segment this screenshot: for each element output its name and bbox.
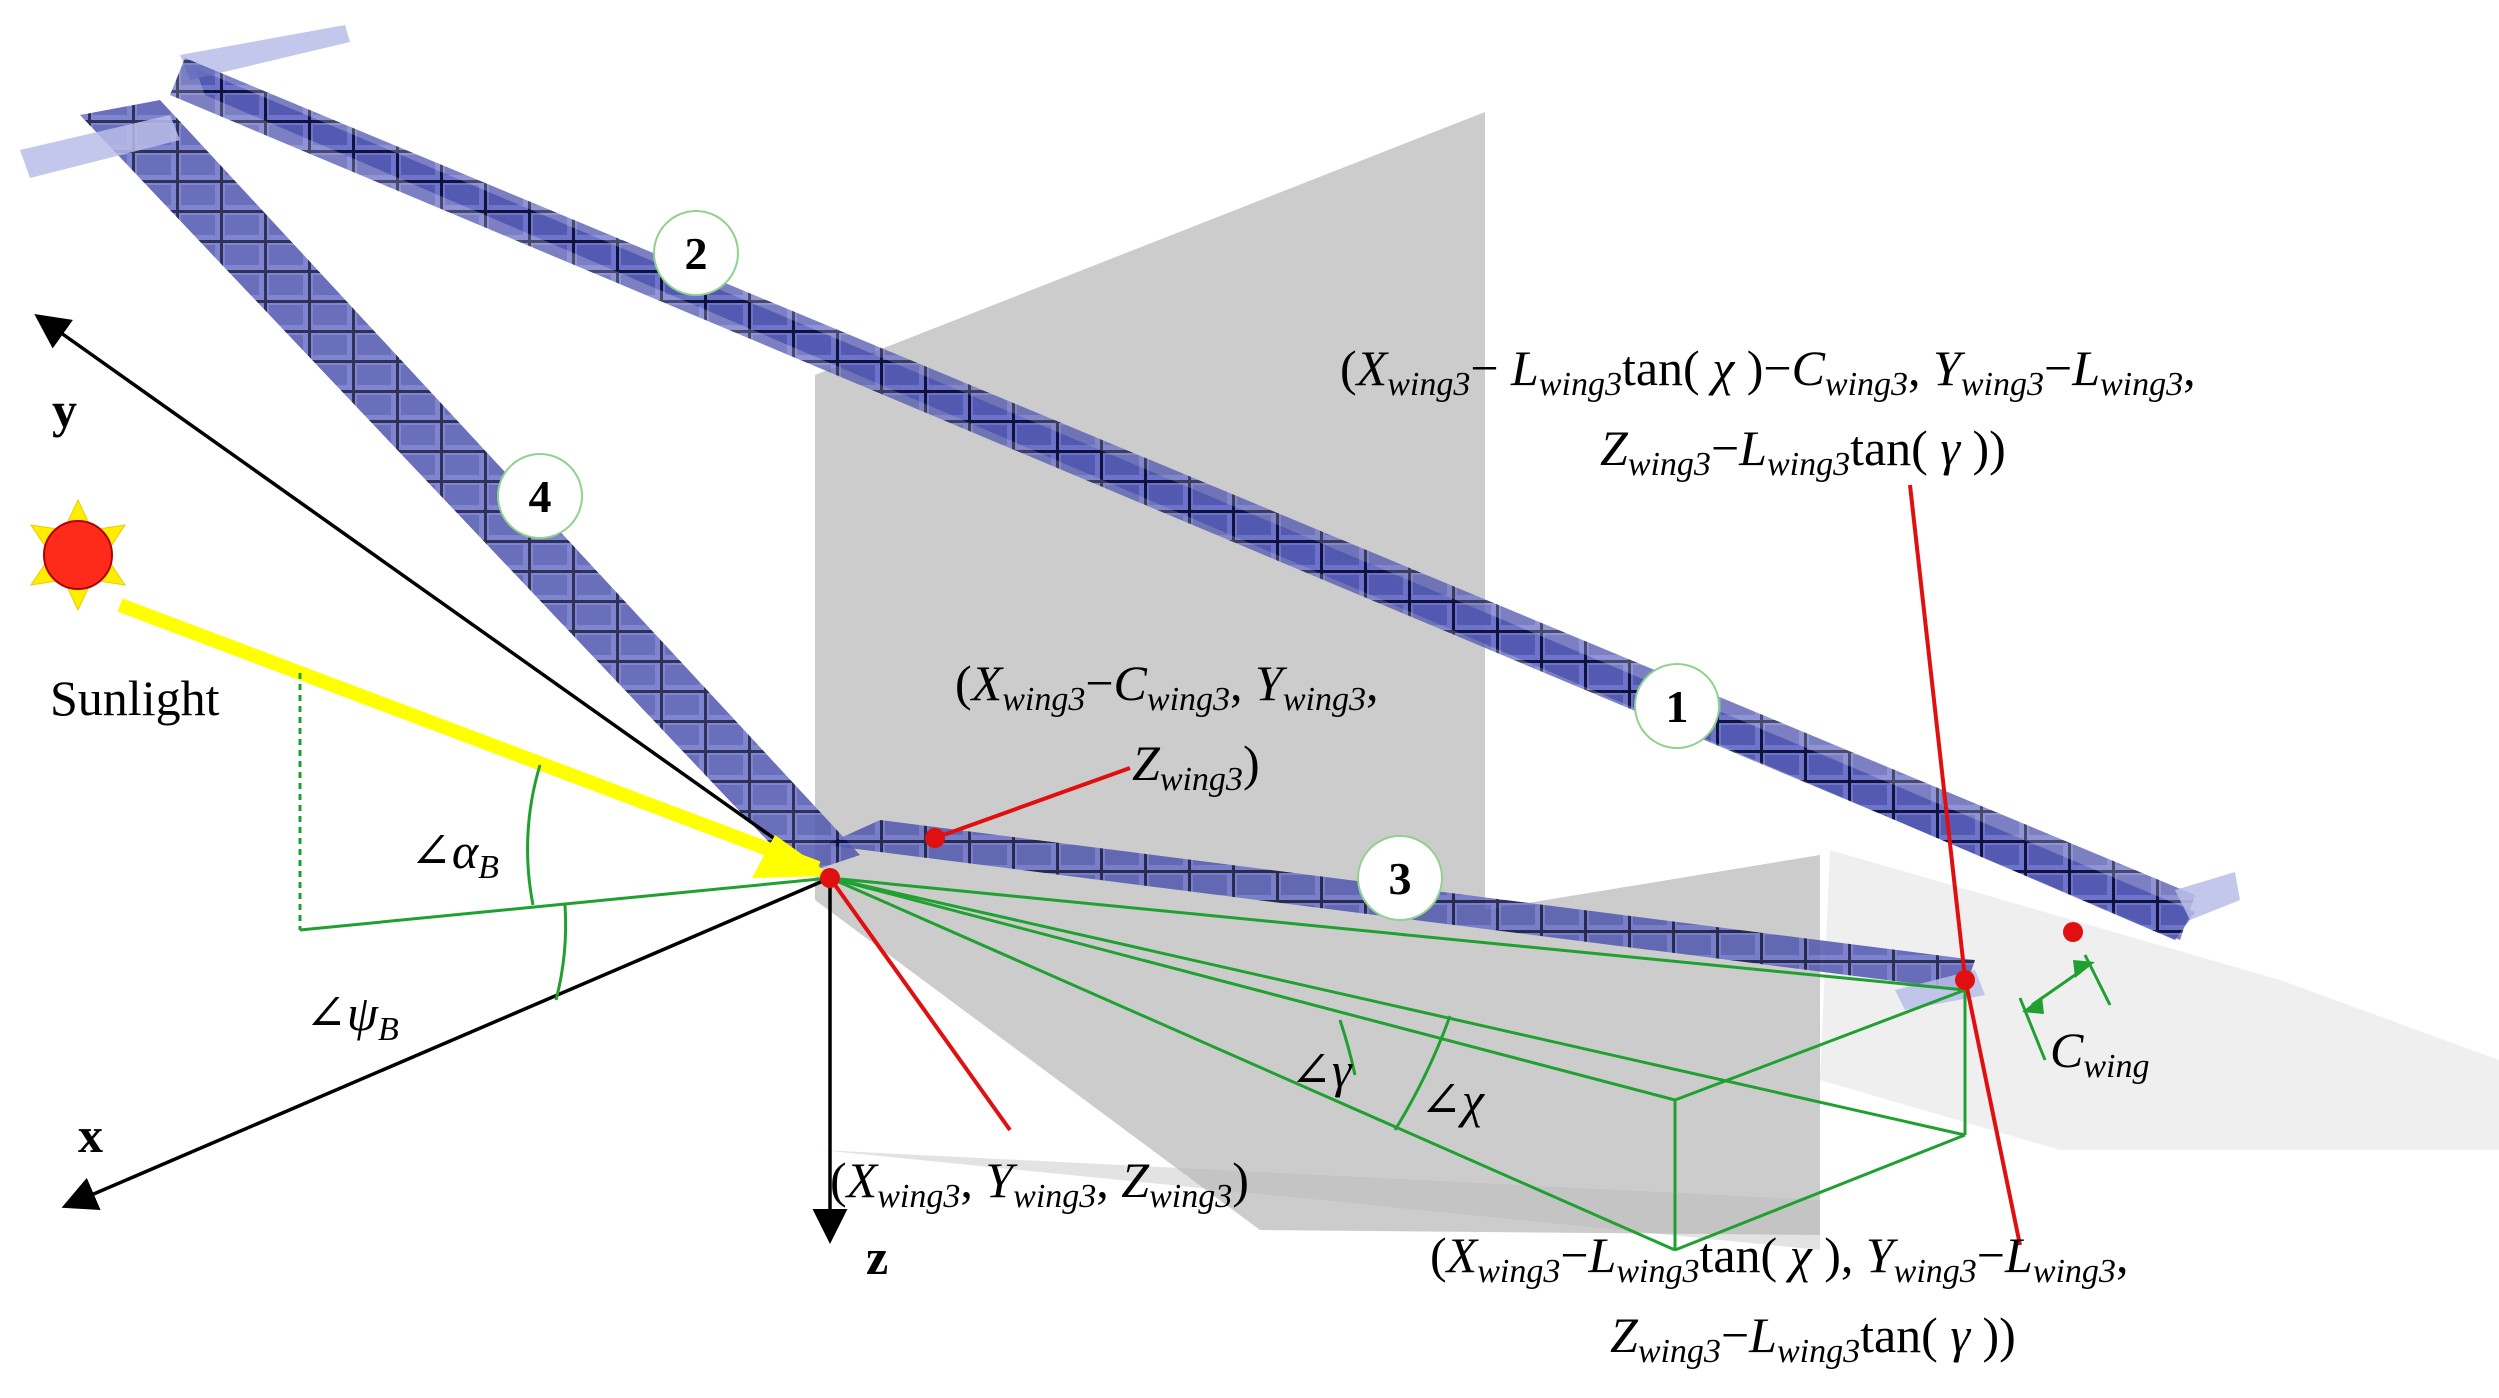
c-wing-arrowhead-right: [2073, 960, 2095, 978]
panel-4-tip: [20, 115, 180, 178]
y-axis: [34, 313, 832, 880]
bottom-right-coordinate-line1: (Xwing3−Lwing3tan( χ ), Ywing3−Lwing3,: [1430, 1227, 2129, 1290]
c-wing-arrowhead-left: [2022, 996, 2044, 1014]
chi-angle-label: ∠χ: [1420, 1072, 1484, 1128]
sunlight-arrowhead: [752, 835, 832, 878]
c-wing-label: Cwing: [2050, 1022, 2150, 1085]
point-panel-3-tip: [1955, 970, 1975, 990]
inner-point-coordinate-line2: Zwing3): [1132, 735, 1260, 798]
panel-2-tip: [180, 25, 350, 80]
gamma-angle-label: ∠γ: [1290, 1042, 1352, 1098]
y-axis-label: y: [52, 382, 77, 438]
vertical-plane: [815, 112, 1820, 1235]
point-c-wing3: [925, 828, 945, 848]
x-axis: [61, 876, 831, 1211]
ground-plane: [1820, 850, 2499, 1150]
panel-number-2: 2: [653, 210, 739, 296]
inner-point-coordinate-line1: (Xwing3−Cwing3, Ywing3,: [955, 655, 1379, 718]
x-axis-label: x: [78, 1107, 103, 1163]
panel-1-tip: [2175, 872, 2240, 920]
panel-number-1: 1: [1634, 663, 1720, 749]
alpha-b-label: ∠αB: [410, 823, 499, 886]
bottom-right-coordinate-line2: Zwing3−Lwing3tan( γ )): [1610, 1307, 2016, 1370]
sunlight-label: Sunlight: [50, 670, 220, 726]
sunlight-ray: [117, 598, 821, 875]
panel-number-3: 3: [1357, 835, 1443, 921]
point-panel-1-tip: [2063, 922, 2083, 942]
top-right-coordinate-line2: Zwing3−Lwing3tan( γ )): [1600, 420, 2006, 483]
solar-panel-4: [80, 100, 860, 875]
z-axis-label: z: [866, 1229, 889, 1285]
psi-b-label: ∠ψB: [305, 985, 399, 1048]
green-construction-lines: [298, 673, 2112, 1252]
red-leader-lines: [828, 484, 2022, 1246]
sun-icon: [43, 520, 113, 590]
origin-point: [820, 868, 840, 888]
top-right-coordinate-line1: (Xwing3− Lwing3tan( χ )−Cwing3, Ywing3−L…: [1340, 340, 2196, 403]
origin-coordinate-label: (Xwing3, Ywing3, Zwing3): [830, 1152, 1249, 1215]
panel-number-4: 4: [497, 453, 583, 539]
